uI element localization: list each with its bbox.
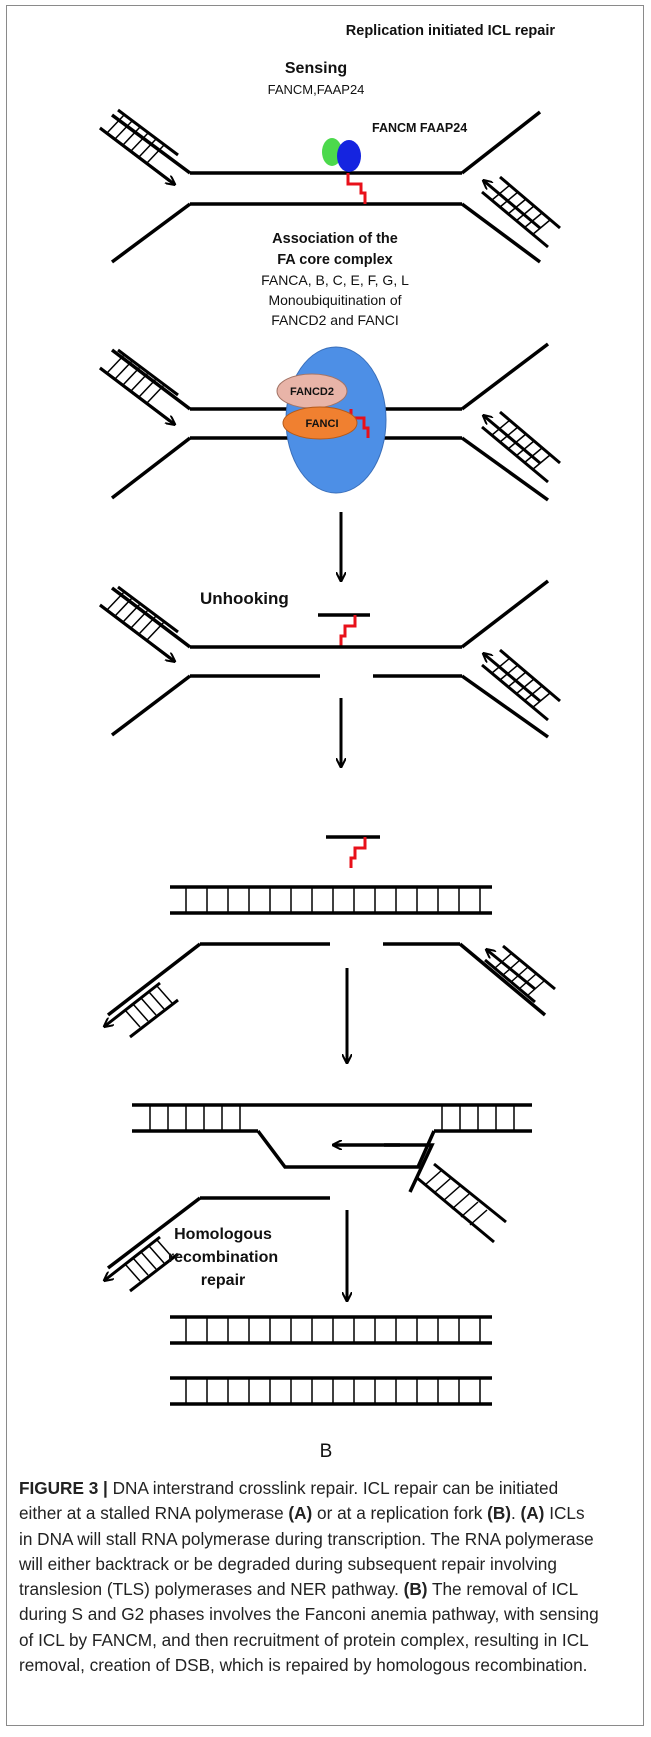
caption-text: ICLs [544, 1503, 585, 1524]
fancm-faap24-label: FANCM FAAP24 [372, 121, 467, 135]
ladder-left-4 [105, 981, 179, 1039]
caption-text: or at a replication fork [312, 1503, 488, 1524]
crosslink-3 [339, 615, 357, 647]
hr-line-2: recombination [168, 1249, 278, 1266]
unhooking-title: Unhooking [200, 589, 289, 608]
crosslink-4 [349, 837, 367, 868]
invading-strand [334, 1145, 507, 1244]
association-line-4: Monoubiquitination of [268, 292, 401, 308]
crosslink-1 [346, 173, 367, 204]
figure-caption: FIGURE 3 | DNA interstrand crosslink rep… [19, 1476, 635, 1678]
caption-line-3: in DNA will stall RNA polymerase during … [19, 1528, 594, 1549]
caption-ref-a: (A) [288, 1503, 313, 1524]
caption-text: DNA interstrand crosslink repair. ICL re… [107, 1478, 559, 1498]
caption-line-7: of ICL by FANCM, and then recruitment of… [19, 1629, 589, 1650]
caption-line-2: either at a stalled RNA polymerase (A) o… [19, 1501, 635, 1526]
sensing-proteins: FANCM,FAAP24 [268, 82, 365, 97]
faap24-protein [322, 138, 342, 166]
dna-duplex-2 [170, 1315, 492, 1345]
association-line-1: Association of the [272, 231, 398, 247]
association-line-3: FANCA, B, C, E, F, G, L [261, 272, 409, 288]
caption-text: translesion (TLS) polymerases and NER pa… [19, 1579, 404, 1600]
caption-ref-a: (A) [520, 1503, 545, 1524]
fancm-protein [337, 140, 361, 172]
association-line-5: FANCD2 and FANCI [271, 312, 399, 328]
unhooking-step: Unhooking [99, 579, 561, 739]
ladder-right-3 [482, 648, 561, 722]
caption-text: The removal of ICL [427, 1579, 579, 1600]
association-line-2: FA core complex [277, 252, 393, 268]
caption-ref-b: (B) [487, 1503, 511, 1524]
panel-label: B [320, 1441, 333, 1462]
caption-text: . [510, 1503, 521, 1524]
ladder-left-5 [105, 1235, 179, 1293]
figure-border [6, 5, 644, 1726]
ladder-left-2 [99, 348, 179, 424]
sensing-step: Sensing FANCM,FAAP24 [99, 60, 561, 264]
sensing-title: Sensing [285, 60, 347, 77]
caption-ref-b: (B) [403, 1579, 428, 1600]
figure-label: FIGURE 3 | [19, 1478, 108, 1498]
dna-fork-5 [106, 1196, 330, 1270]
excision-step [105, 835, 556, 1039]
caption-line-1: FIGURE 3 | DNA interstrand crosslink rep… [19, 1476, 635, 1501]
fanci-protein [282, 406, 358, 440]
hr-line-1: Homologous [174, 1226, 272, 1243]
association-step: Association of the FA core complex FANCA… [99, 231, 561, 502]
caption-line-6: during S and G2 phases involves the Fanc… [19, 1604, 599, 1625]
ladder-right-1 [482, 175, 561, 249]
dna-duplex-1 [170, 885, 492, 915]
ladder-right-4 [485, 944, 556, 1004]
donor-duplex [132, 1103, 532, 1169]
dna-fork-4 [106, 942, 547, 1017]
caption-line-4: will either backtrack or be degraded dur… [19, 1553, 557, 1574]
caption-text: either at a stalled RNA polymerase [19, 1503, 289, 1524]
dna-fork-3 [110, 579, 550, 739]
fancd2-label: FANCD2 [290, 386, 334, 398]
diagram-header: Replication initiated ICL repair [346, 23, 556, 39]
hr-line-3: repair [201, 1272, 245, 1289]
fanci-label: FANCI [306, 418, 339, 430]
strand-invasion-step [105, 1103, 532, 1293]
ladder-left-3 [99, 585, 179, 661]
caption-line-5: translesion (TLS) polymerases and NER pa… [19, 1577, 635, 1602]
dna-duplex-3 [170, 1376, 492, 1406]
icl-repair-diagram: Replication initiated ICL repair Sensing… [99, 23, 561, 1462]
ladder-left-1 [99, 108, 179, 184]
caption-line-8: removal, creation of DSB, which is repai… [19, 1655, 588, 1676]
ladder-right-2 [482, 410, 561, 484]
hr-step: Homologous recombination repair [168, 1226, 492, 1406]
